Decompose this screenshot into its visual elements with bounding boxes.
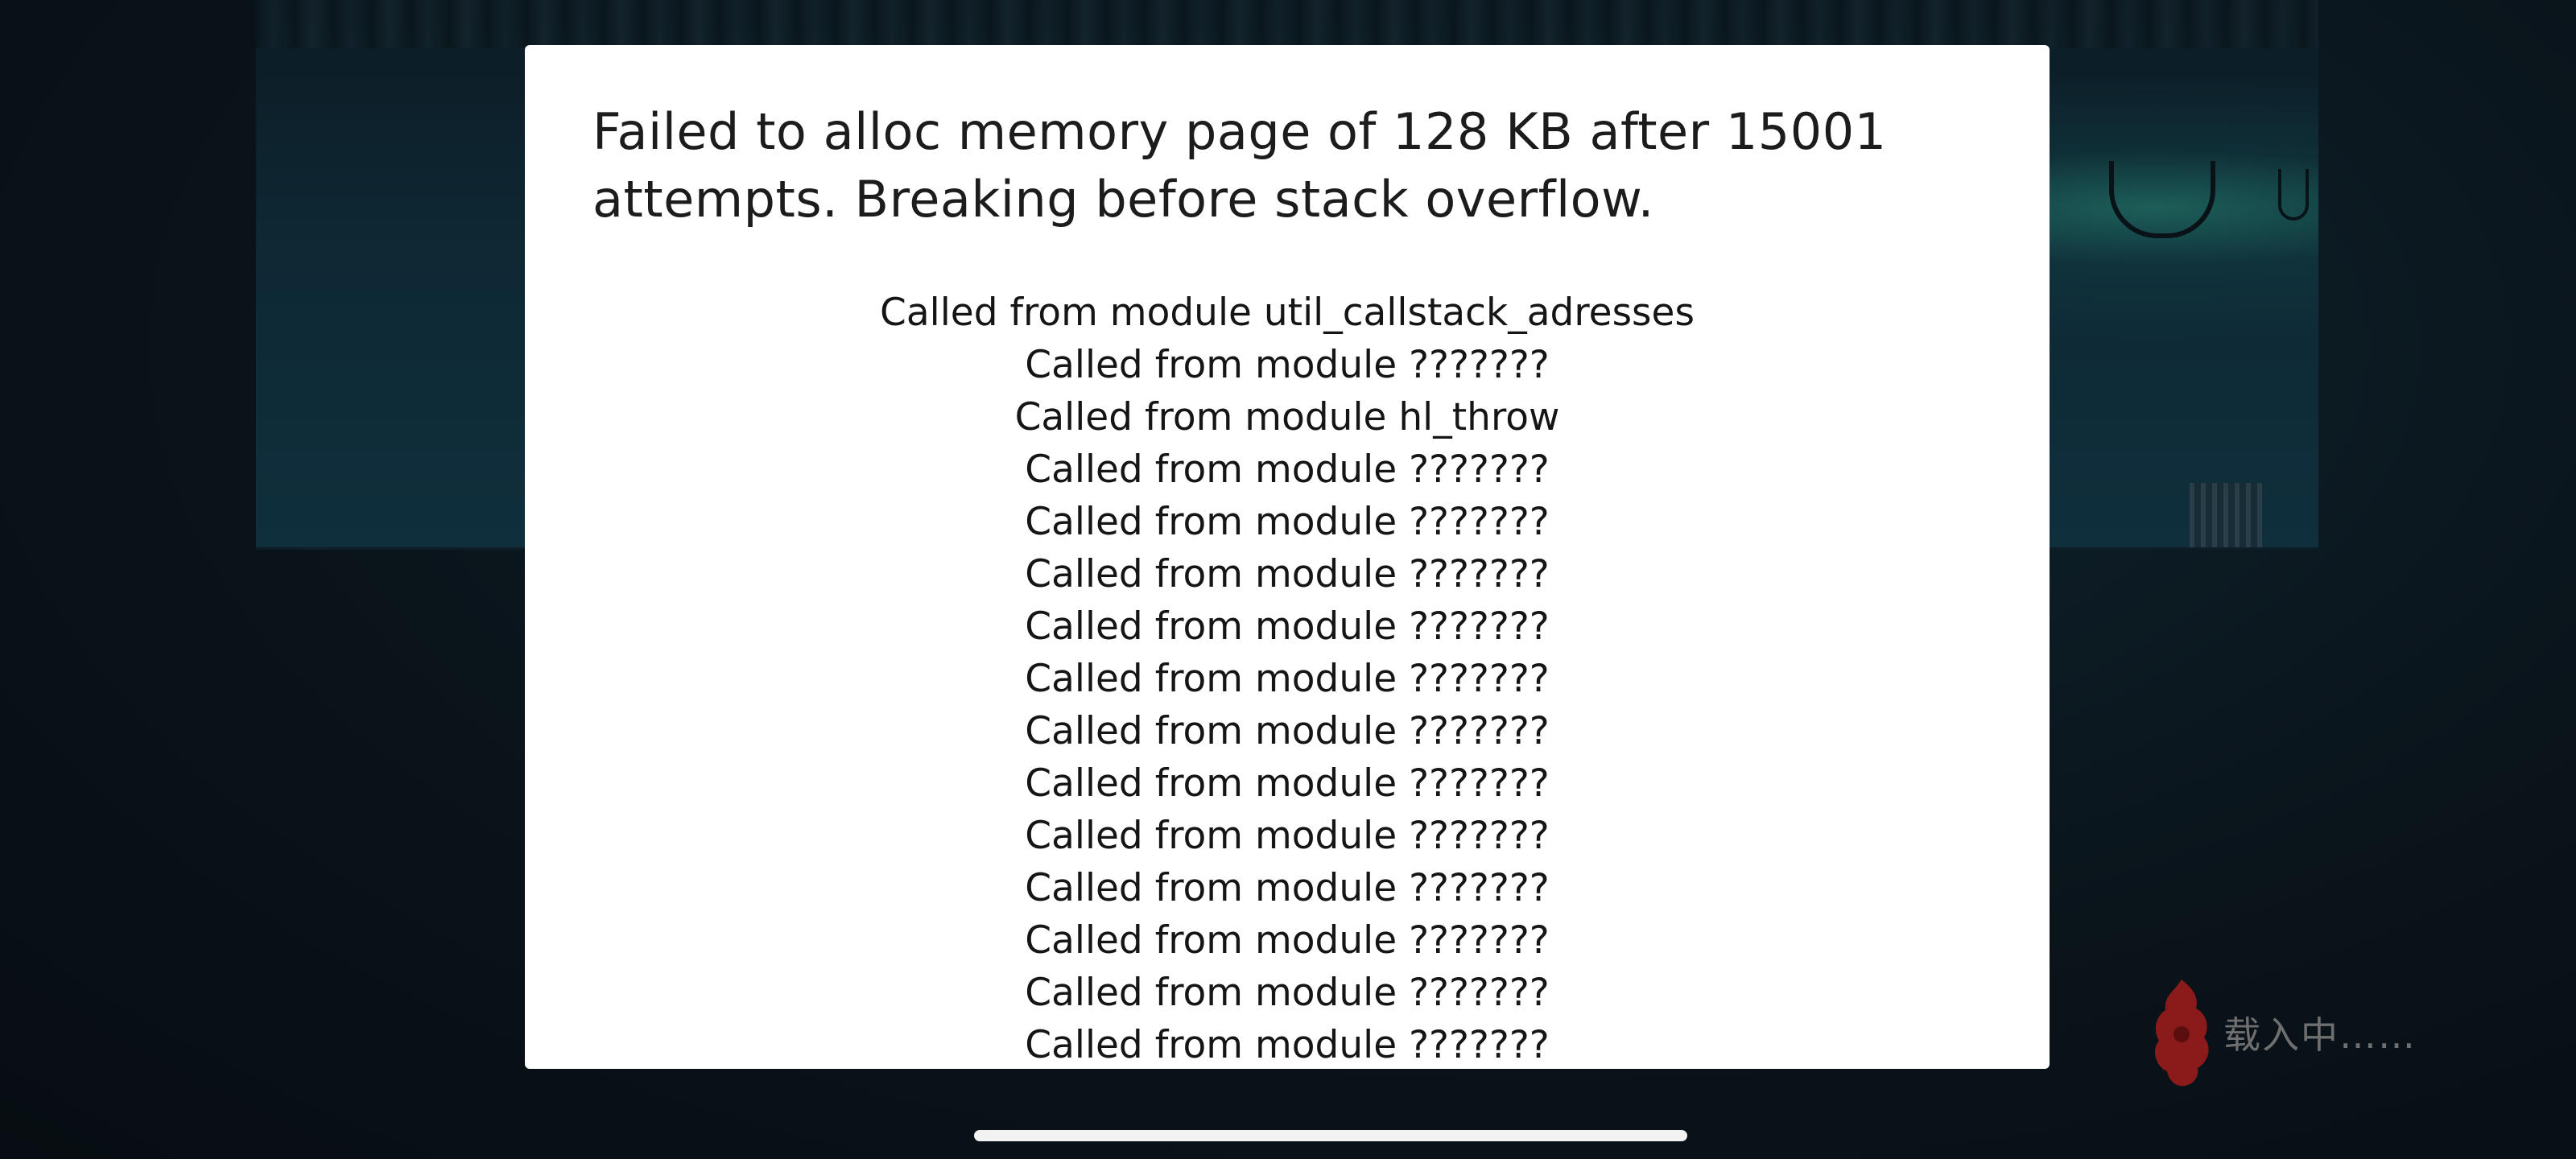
callstack-line: Called from module ???????: [1025, 604, 1550, 649]
callstack-line: Called from module ???????: [1025, 709, 1550, 753]
callstack-line: Called from module ???????: [1025, 552, 1550, 596]
callstack-line: Called from module ???????: [1025, 971, 1550, 1015]
error-dialog: Failed to alloc memory page of 128 KB af…: [525, 45, 2050, 1069]
background-vine: [2109, 161, 2215, 238]
callstack-line: Called from module hl_throw: [1014, 395, 1560, 439]
callstack-line: Called from module ???????: [1025, 448, 1550, 492]
callstack-line: Called from module util_callstack_adress…: [880, 291, 1695, 335]
callstack-line: Called from module ???????: [1025, 657, 1550, 701]
background-pillar: [2190, 483, 2262, 547]
loading-indicator: 载入中……: [2149, 972, 2417, 1093]
home-indicator-bar[interactable]: [974, 1130, 1687, 1141]
flame-icon: [2155, 980, 2209, 1087]
callstack-line: Called from module ???????: [1025, 1023, 1550, 1067]
callstack-line: Called from module ???????: [1025, 918, 1550, 963]
loading-text: 载入中……: [2223, 1013, 2417, 1057]
background-vine-small: [2278, 169, 2309, 221]
callstack-list: Called from module util_callstack_adress…: [525, 287, 2050, 1069]
callstack-line: Called from module ???????: [1025, 761, 1550, 806]
callstack-line: Called from module ???????: [1025, 343, 1550, 387]
error-title: Failed to alloc memory page of 128 KB af…: [592, 102, 1887, 229]
callstack-line: Called from module ???????: [1025, 866, 1550, 910]
background-foliage: [256, 0, 2318, 48]
callstack-line: Called from module ???????: [1025, 500, 1550, 544]
callstack-line: Called from module ???????: [1025, 814, 1550, 858]
